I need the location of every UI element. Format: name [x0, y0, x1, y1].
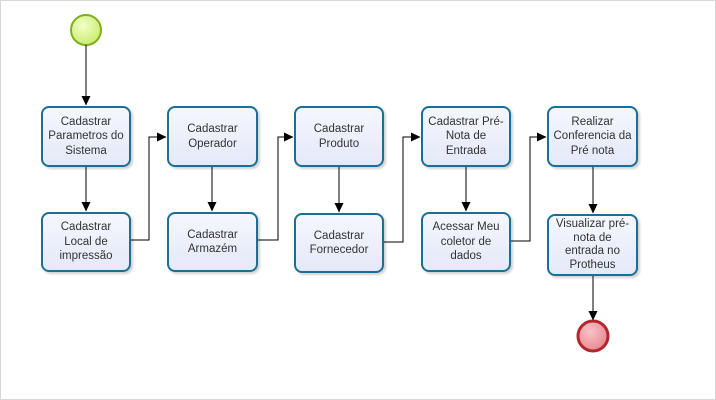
task-label: Cadastrar Produto: [313, 123, 365, 150]
task-acessar-meu-coletor-de-dados[interactable]: Acessar Meu coletor de dados: [421, 212, 511, 272]
edge-n6-n7: [384, 132, 421, 243]
task-label: Cadastrar Local de impressão: [59, 221, 113, 263]
task-label: Cadastrar Armazém: [187, 228, 238, 256]
task-label: Acessar Meu coletor de dados: [432, 221, 500, 263]
start-event: [70, 14, 102, 46]
task-label: Cadastrar Operador: [187, 123, 238, 150]
task-realizar-conferencia-da-pre-nota[interactable]: Realizar Conferencia da Pré nota: [547, 106, 638, 167]
task-label: Visualizar pré- nota de entrada no Proth…: [555, 218, 630, 271]
edge-n4-n5: [258, 132, 294, 241]
task-cadastrar-operador[interactable]: Cadastrar Operador: [167, 106, 258, 167]
task-cadastrar-fornecedor[interactable]: Cadastrar Fornecedor: [294, 213, 384, 273]
task-label: Cadastrar Pré- Nota de Entrada: [428, 115, 504, 157]
task-cadastrar-armazem[interactable]: Cadastrar Armazém: [167, 212, 258, 272]
edge-n2-n3: [131, 132, 167, 241]
task-cadastrar-local-de-impressao[interactable]: Cadastrar Local de impressão: [41, 212, 131, 272]
task-label: Realizar Conferencia da Pré nota: [553, 115, 632, 157]
task-cadastrar-pre-nota-de-entrada[interactable]: Cadastrar Pré- Nota de Entrada: [421, 106, 511, 167]
edge-n8-n9: [511, 132, 547, 242]
end-event: [576, 319, 610, 353]
task-label: Cadastrar Parametros do Sistema: [48, 115, 124, 157]
task-cadastrar-produto[interactable]: Cadastrar Produto: [294, 106, 384, 167]
task-cadastrar-parametros-do-sistema[interactable]: Cadastrar Parametros do Sistema: [41, 106, 131, 167]
task-visualizar-pre-nota-de-entrada-no-protheus[interactable]: Visualizar pré- nota de entrada no Proth…: [547, 214, 638, 276]
task-label: Cadastrar Fornecedor: [309, 229, 369, 257]
